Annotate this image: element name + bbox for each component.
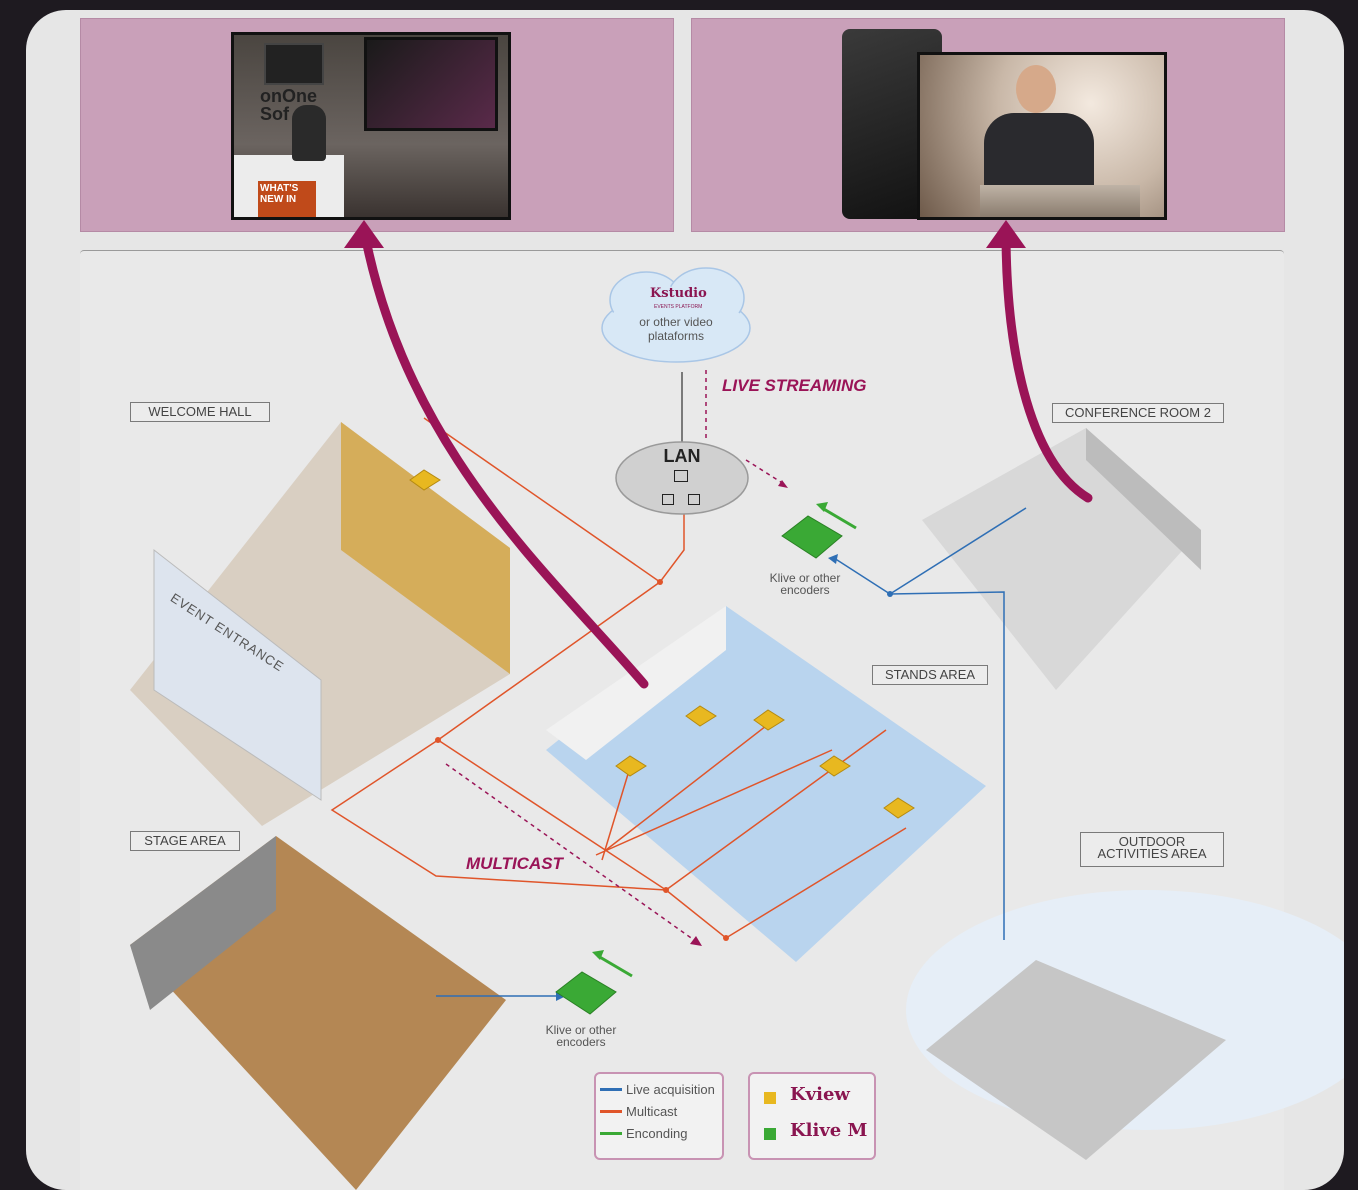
connection-lines <box>130 220 1344 1190</box>
zone-welcome-hall: WELCOME HALL <box>130 402 270 422</box>
entrance-glass <box>153 548 322 801</box>
diagram-panel: onOne Sof WHAT'S NEW IN <box>26 10 1344 1190</box>
stage-sign-text: onOne Sof <box>260 86 317 124</box>
stage-backwall <box>130 836 276 1010</box>
stands-floor <box>546 606 986 962</box>
cloud-line-1: or other video <box>639 315 713 329</box>
network-node-icon <box>688 494 700 505</box>
speaker-photo <box>917 52 1167 220</box>
encoders-top-line-2: encoders <box>780 583 830 597</box>
outdoor-line-2: ACTIVITIES AREA <box>1097 846 1207 861</box>
kview-swatch <box>764 1092 776 1104</box>
conference-wall <box>1086 428 1201 570</box>
live-streaming-label: LIVE STREAMING <box>722 376 867 395</box>
stands-wall <box>546 606 726 760</box>
klive-m-swatch <box>764 1128 776 1140</box>
blue-swatch <box>600 1088 622 1091</box>
network-node-icon <box>662 494 674 505</box>
kview-label: Kview <box>790 1084 850 1105</box>
cloud-caption: or other video plataforms <box>616 315 736 343</box>
zone-outdoor-activities: OUTDOOR ACTIVITIES AREA <box>1080 832 1224 867</box>
klive-m-label: Klive M <box>790 1120 868 1141</box>
presenter-figure <box>292 105 326 161</box>
outdoor-line-1: OUTDOOR <box>1118 834 1186 849</box>
network-icon <box>674 470 688 482</box>
encoders-bottom-line-1: Klive or other <box>545 1023 617 1037</box>
legend-live-acquisition: Live acquisition <box>600 1082 715 1097</box>
lectern <box>980 185 1140 217</box>
legend-encoding: Enconding <box>600 1126 687 1141</box>
line-legend: Live acquisition Multicast Enconding <box>594 1072 724 1160</box>
lan-label: LAN <box>663 446 701 466</box>
welcome-hall-wall <box>341 422 510 674</box>
kstudio-sub: EVENTS PLATFORM <box>654 304 703 310</box>
stage-banner: WHAT'S NEW IN <box>258 181 316 217</box>
orange-swatch <box>600 1110 622 1113</box>
encoders-bottom-caption: Klive or other encoders <box>526 1024 636 1048</box>
product-legend: Kview Klive M <box>748 1072 876 1160</box>
green-swatch <box>600 1132 622 1135</box>
speaker-body <box>984 113 1094 193</box>
legend-multicast-label: Multicast <box>626 1104 678 1119</box>
stage-photo: onOne Sof WHAT'S NEW IN <box>231 32 511 220</box>
large-screen <box>364 37 498 131</box>
zone-stands-area: STANDS AREA <box>872 665 988 685</box>
small-screen <box>264 43 324 85</box>
encoders-top-line-1: Klive or other <box>769 571 841 585</box>
legend-live-acquisition-label: Live acquisition <box>626 1082 715 1097</box>
kstudio-logo: Kstudio <box>650 286 707 301</box>
zone-conference-room-2: CONFERENCE ROOM 2 <box>1052 403 1224 423</box>
stage-floor <box>130 836 506 1190</box>
multicast-label: MULTICAST <box>466 854 563 873</box>
encoders-bottom-line-2: encoders <box>556 1035 606 1049</box>
cloud-line-2: plataforms <box>647 329 705 343</box>
encoders-top-caption: Klive or other encoders <box>750 572 860 596</box>
stage-stream-panel: onOne Sof WHAT'S NEW IN <box>80 18 674 232</box>
legend-multicast: Multicast <box>600 1104 677 1119</box>
legend-encoding-label: Enconding <box>626 1126 688 1141</box>
outdoor-floor <box>926 960 1226 1160</box>
conference-stream-panel <box>691 18 1285 232</box>
zone-stage-area: STAGE AREA <box>130 831 240 851</box>
speaker-head <box>1016 65 1056 113</box>
